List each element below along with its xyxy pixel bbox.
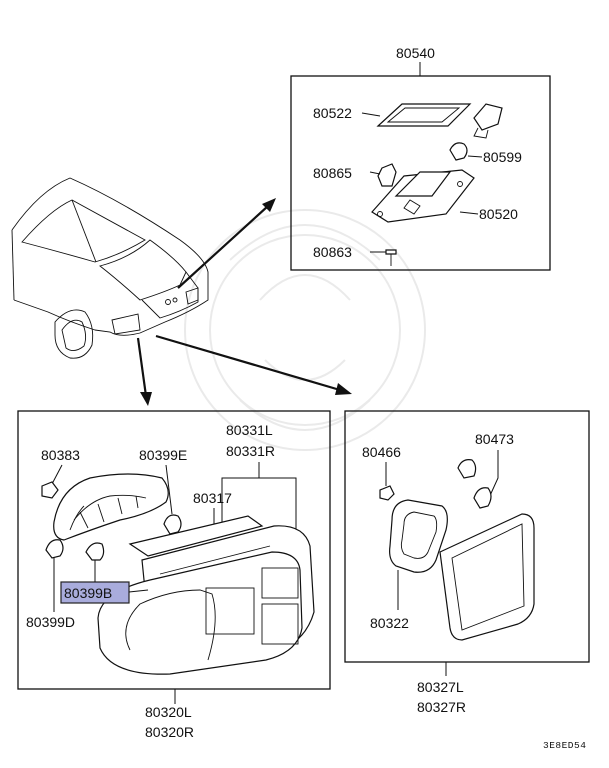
label-80327R: 80327R [417,699,466,715]
lens-80320[interactable] [97,551,303,675]
bulb-80399E[interactable] [163,514,182,535]
watermark-emblem [184,209,426,451]
diagram-code: 3E8ED54 [543,740,586,751]
label-80322: 80322 [370,615,409,631]
label-80540: 80540 [396,45,435,61]
clip-80865[interactable] [377,163,397,187]
label-80520: 80520 [479,206,518,222]
clip-80466[interactable] [379,485,395,501]
screw-80863[interactable] [385,249,397,255]
reflector-80327[interactable] [439,513,535,641]
label-80473: 80473 [475,431,514,447]
gasket-80322[interactable] [389,499,448,573]
label-80599: 80599 [483,149,522,165]
callout-arrows [136,198,352,406]
label-80331R: 80331R [226,443,275,459]
socket-80473[interactable] [457,459,477,479]
bulb-80473[interactable] [473,487,492,509]
label-80466: 80466 [362,444,401,460]
bulb-80399D[interactable] [45,539,64,559]
tail-lamp-group: 80383 80399E 80331L 80331R 80317 803 [17,410,331,740]
car-rear-illustration [11,177,209,359]
label-80320L: 80320L [145,704,192,720]
label-80383: 80383 [41,447,80,463]
label-80320R: 80320R [145,724,194,740]
clip-80383[interactable] [41,481,59,499]
label-80399B[interactable]: 80399B [64,585,112,601]
reflector-group: 80466 80473 80322 80327L 80327R [344,410,590,715]
label-80317: 80317 [193,490,232,506]
label-80327L: 80327L [417,679,464,695]
label-80399E: 80399E [139,447,187,463]
label-80863: 80863 [313,244,352,260]
lens-gasket-80522[interactable] [376,103,472,127]
label-80865: 80865 [313,165,352,181]
license-lamp-group: 80540 80522 80599 80865 80520 80863 [290,45,551,271]
label-80522: 80522 [313,105,352,121]
bulb-80599[interactable] [449,142,468,161]
label-80399D: 80399D [26,614,75,630]
gasket-80317[interactable] [128,515,264,557]
socket-80599-top[interactable] [473,103,503,131]
bulb-80399B[interactable] [85,542,105,561]
socket-harness[interactable] [53,473,169,541]
label-80331L: 80331L [226,422,273,438]
